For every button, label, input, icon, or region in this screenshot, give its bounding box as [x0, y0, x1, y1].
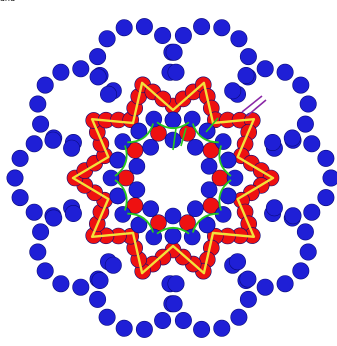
outer-bead	[90, 69, 106, 85]
outer-bead	[231, 31, 247, 47]
inner-bead	[187, 139, 203, 155]
outer-bead	[89, 48, 105, 64]
outer-bead	[231, 309, 247, 325]
outer-bead	[193, 18, 209, 34]
outer-bead	[30, 96, 46, 112]
outer-bead	[166, 296, 182, 312]
outer-bead	[136, 321, 152, 337]
outer-bead	[32, 116, 48, 132]
outer-bead	[116, 20, 132, 36]
outer-bead	[285, 208, 301, 224]
outer-bead	[26, 136, 42, 152]
outer-bead	[293, 263, 309, 279]
outer-bead	[89, 291, 105, 307]
outer-bead	[297, 224, 313, 240]
inner-bead	[165, 208, 181, 224]
outer-bead	[257, 61, 273, 77]
outer-bead	[238, 67, 254, 83]
inner-bead	[143, 139, 159, 155]
outer-bead	[37, 263, 53, 279]
outer-bead	[214, 320, 230, 336]
outer-bead	[300, 96, 316, 112]
outer-bead	[229, 254, 245, 270]
outer-bead	[73, 279, 89, 295]
outer-bead	[284, 130, 300, 146]
outer-bead	[53, 64, 69, 80]
outer-bead	[297, 116, 313, 132]
outer-bead	[12, 150, 28, 166]
outer-bead	[32, 224, 48, 240]
outer-bead	[26, 204, 42, 220]
outer-bead	[45, 132, 61, 148]
outer-bead	[73, 61, 89, 77]
outer-bead	[240, 48, 256, 64]
outer-bead	[175, 312, 191, 328]
outer-bead	[304, 204, 320, 220]
outer-blue-loops	[7, 18, 337, 337]
outer-bead	[318, 150, 334, 166]
outer-bead	[105, 257, 121, 273]
outer-bead	[53, 276, 69, 292]
outer-bead	[12, 189, 28, 205]
outer-bead	[293, 77, 309, 93]
inner-bead	[227, 170, 243, 186]
outer-bead	[323, 170, 337, 186]
outer-bead	[168, 276, 184, 292]
outer-bead	[154, 27, 170, 43]
inner-bead	[201, 182, 217, 198]
outer-bead	[100, 86, 116, 102]
outer-bead	[193, 321, 209, 337]
inner-bead	[143, 201, 159, 217]
inner-bead	[129, 158, 145, 174]
outer-bead	[37, 77, 53, 93]
outer-bead	[240, 271, 256, 287]
outer-bead	[277, 64, 293, 80]
outer-bead	[99, 309, 115, 325]
outer-bead	[300, 244, 316, 260]
red-bead	[151, 215, 167, 231]
outer-bead	[214, 20, 230, 36]
outer-bead	[63, 140, 79, 156]
outer-bead	[99, 31, 115, 47]
red-bead	[180, 215, 196, 231]
outer-bead	[154, 312, 170, 328]
outer-bead	[304, 136, 320, 152]
inner-bead	[165, 112, 181, 128]
outer-bead	[240, 291, 256, 307]
red-bead	[151, 125, 167, 141]
inner-bead	[129, 182, 145, 198]
outer-bead	[166, 44, 182, 60]
outer-bead	[318, 189, 334, 205]
outer-bead	[136, 18, 152, 34]
outer-bead	[92, 272, 108, 288]
inner-bead	[165, 228, 181, 244]
outer-bead	[175, 27, 191, 43]
outer-bead	[116, 320, 132, 336]
outer-bead	[266, 200, 282, 216]
outer-bead	[65, 205, 81, 221]
red-bead	[180, 125, 196, 141]
purple-thread-tail	[242, 96, 262, 112]
outer-bead	[277, 276, 293, 292]
outer-bead	[7, 170, 23, 186]
outer-bead	[30, 244, 46, 260]
outer-bead	[257, 279, 273, 295]
outer-bead	[225, 83, 241, 99]
outer-bead	[264, 134, 280, 150]
inner-bead	[187, 201, 203, 217]
inner-bead	[201, 158, 217, 174]
outer-bead	[46, 210, 62, 226]
outer-bead	[168, 64, 184, 80]
inner-bead	[103, 170, 119, 186]
